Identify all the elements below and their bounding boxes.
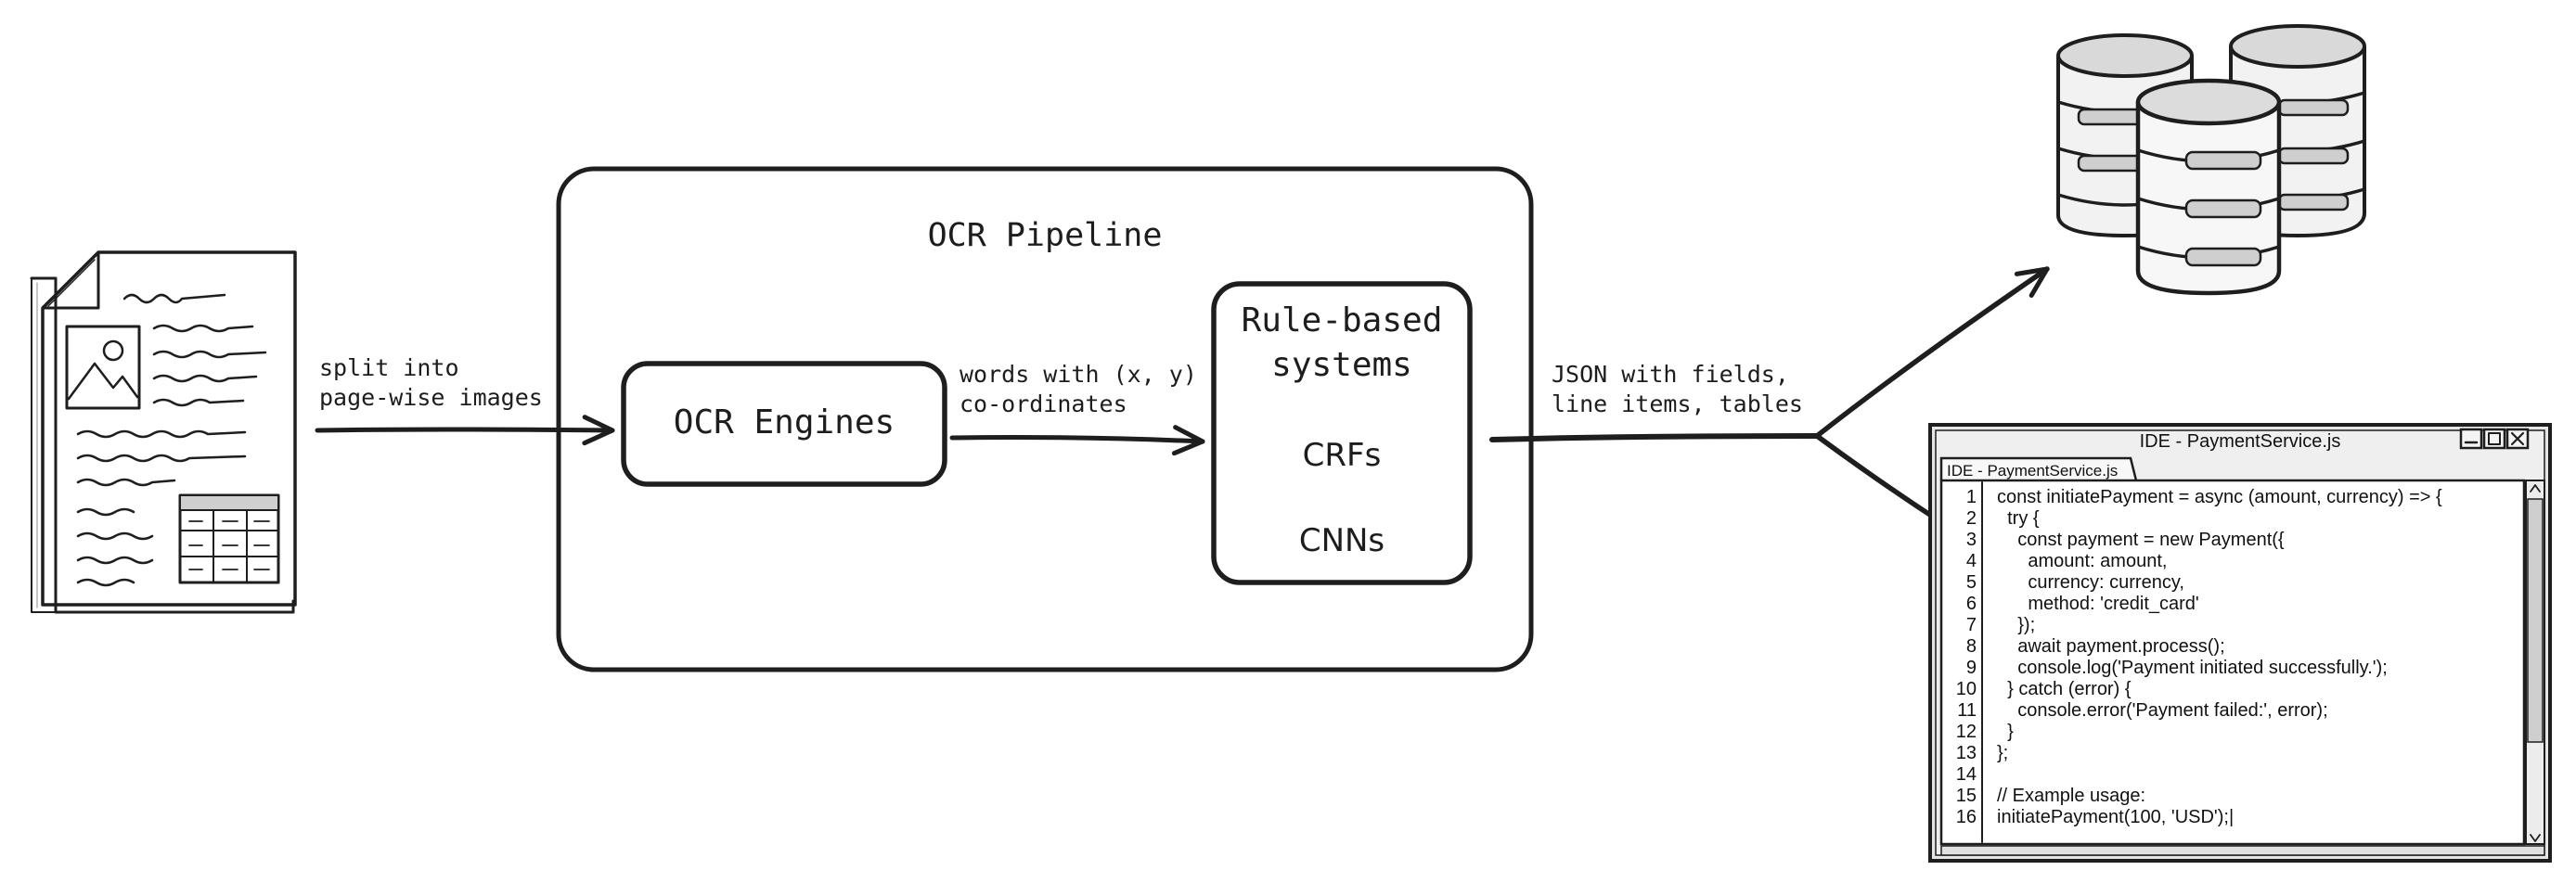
edge-label-json-2: line items, tables — [1552, 390, 1803, 417]
tab-paymentservice[interactable]: IDE - PaymentService.js — [1939, 456, 2138, 481]
code-line: // Example usage: — [1997, 786, 2145, 806]
arrow-to-database — [1814, 266, 2050, 439]
line-number: 1 — [1966, 487, 1977, 507]
arrow-engines-to-rules — [949, 425, 1205, 456]
line-number: 5 — [1966, 572, 1977, 593]
code-line: initiatePayment(100, 'USD');| — [1997, 807, 2234, 827]
code-line: }); — [1997, 615, 2035, 635]
ocr-engines-box — [621, 361, 947, 487]
pipeline-title: OCR Pipeline — [928, 217, 1163, 254]
line-number: 3 — [1966, 530, 1977, 550]
tab-label: IDE - PaymentService.js — [1947, 462, 2118, 480]
arrow-rules-to-split — [1489, 433, 1820, 442]
rules-title-line2: systems — [1271, 346, 1412, 384]
edge-label-split: split into — [319, 354, 459, 381]
code-line: } — [1997, 722, 2014, 742]
code-line: console.log('Payment initiated successfu… — [1997, 658, 2388, 678]
ide-window-title: IDE - PaymentService.js — [2140, 431, 2341, 452]
line-number: 10 — [1956, 679, 1977, 699]
line-number: 8 — [1966, 636, 1977, 657]
code-area[interactable] — [1939, 479, 2526, 846]
line-number: 16 — [1956, 807, 1977, 827]
code-line: try { — [1997, 508, 2040, 529]
close-button[interactable] — [2505, 428, 2530, 450]
line-number: 6 — [1966, 594, 1977, 614]
code-line: }; — [1997, 743, 2008, 763]
ocr-pipeline-container — [556, 166, 1534, 672]
line-number: 12 — [1956, 722, 1977, 742]
code-line: console.error('Payment failed:', error); — [1997, 700, 2328, 721]
maximize-button[interactable] — [2482, 428, 2506, 450]
edge-label-words: words with (x, y) — [960, 361, 1197, 388]
database-icon — [2056, 24, 2366, 296]
edge-label-words-2: co-ordinates — [960, 390, 1127, 417]
vertical-scrollbar[interactable] — [2525, 480, 2545, 845]
code-line: amount: amount, — [1997, 551, 2167, 571]
rules-title-line1: Rule-based — [1242, 301, 1443, 339]
code-line: await payment.process(); — [1997, 636, 2225, 657]
minimize-button[interactable] — [2459, 428, 2483, 450]
line-number: 2 — [1966, 508, 1977, 529]
line-number: 7 — [1966, 615, 1977, 635]
rules-item-crfs: CRFs — [1303, 437, 1382, 474]
rules-item-cnns: CNNs — [1299, 522, 1385, 559]
code-editor-icon: IDE - PaymentService.js IDE - PaymentSer… — [1928, 423, 2552, 863]
code-line: const initiatePayment = async (amount, c… — [1997, 487, 2442, 507]
edge-label-split-2: page-wise images — [319, 384, 543, 411]
line-number: 14 — [1956, 764, 1977, 785]
line-number: 13 — [1956, 743, 1977, 763]
edge-label-json: JSON with fields, — [1552, 361, 1789, 388]
line-number: 4 — [1966, 551, 1977, 571]
code-lines: 1 const initiatePayment = async (amount, … — [1956, 487, 2442, 827]
line-number: 15 — [1956, 786, 1977, 806]
rule-based-box — [1211, 281, 1473, 585]
ocr-engines-label: OCR Engines — [674, 403, 895, 442]
arrow-doc-to-engines — [315, 415, 615, 446]
code-line: currency: currency, — [1997, 572, 2184, 593]
line-number: 11 — [1957, 700, 1977, 721]
code-line: } catch (error) { — [1997, 679, 2132, 699]
code-line: method: 'credit_card' — [1997, 594, 2199, 614]
document-icon — [30, 250, 297, 614]
line-number: 9 — [1966, 658, 1977, 678]
code-line: const payment = new Payment({ — [1997, 530, 2285, 550]
